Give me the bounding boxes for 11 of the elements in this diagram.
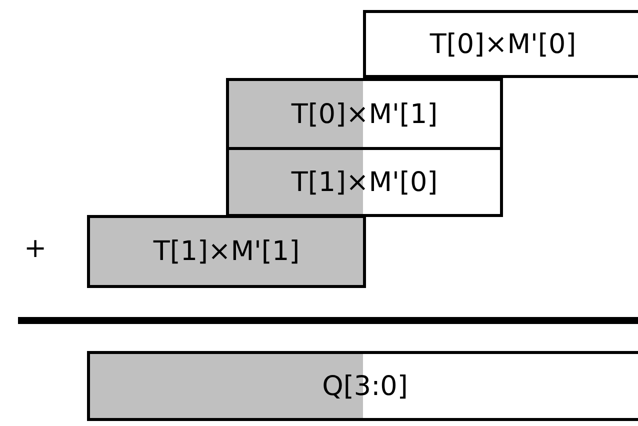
product-term: T[1]×M'[1] xyxy=(153,236,300,267)
partial-product-box xyxy=(87,215,366,288)
partial-product-box xyxy=(87,351,638,421)
product-term: T[1]×M'[0] xyxy=(291,166,438,198)
plus-sign: + xyxy=(24,233,47,264)
product-term: T[0]×M'[0] xyxy=(430,28,576,60)
product-term: Q[3:0] xyxy=(322,370,408,402)
product-term: T[0]×M'[1] xyxy=(291,98,438,130)
partial-product-box xyxy=(226,78,503,150)
partial-product-box xyxy=(363,10,638,78)
partial-product-box xyxy=(226,147,503,217)
